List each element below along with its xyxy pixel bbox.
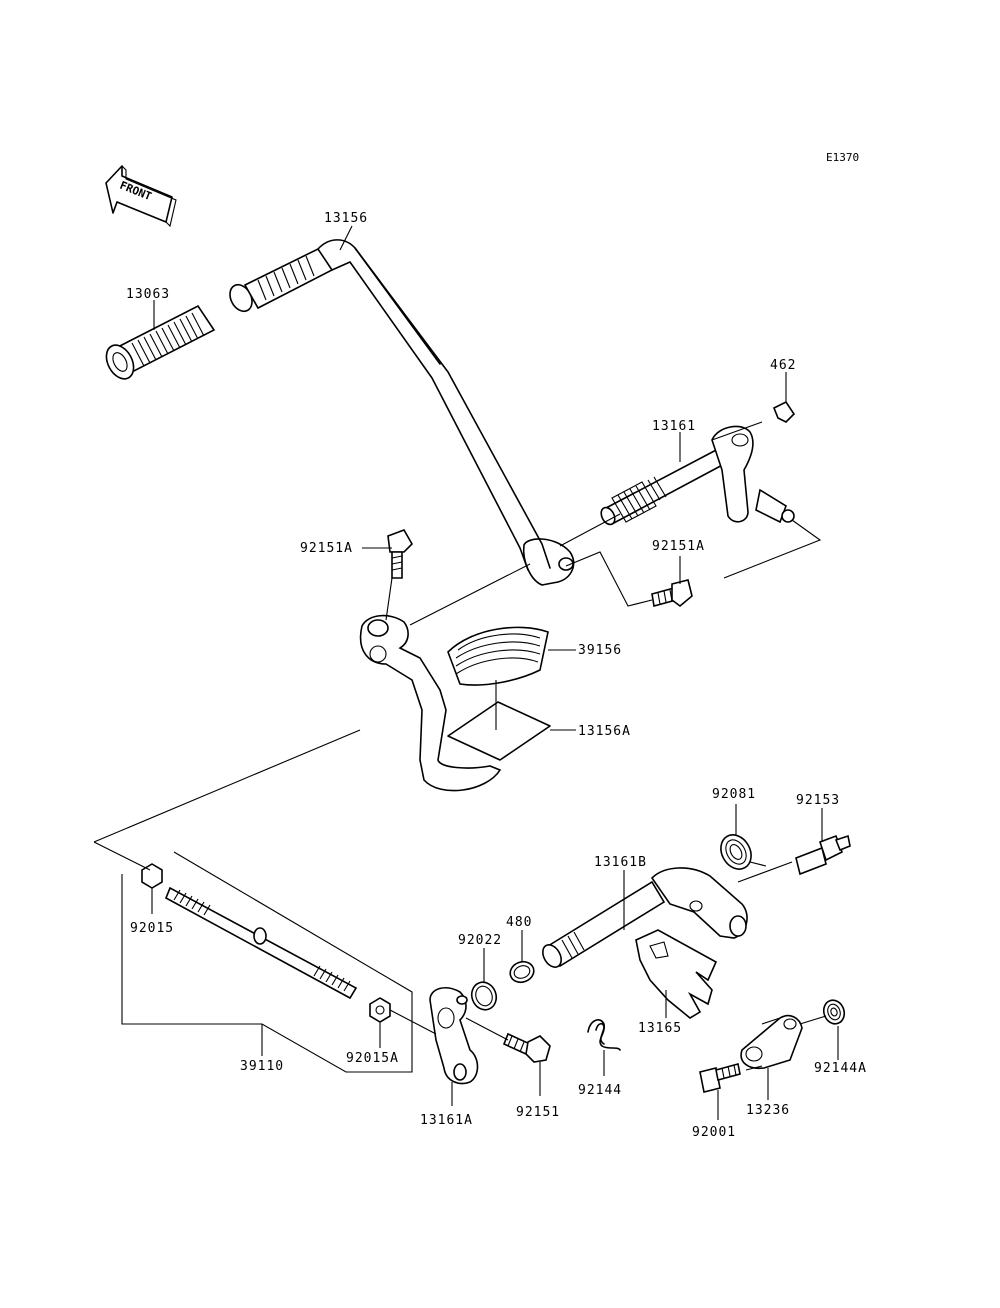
label-92015A: 92015A xyxy=(346,1051,399,1066)
label-92081: 92081 xyxy=(712,787,756,802)
part-92081-spring[interactable] xyxy=(715,829,767,874)
part-92151A-bolt-left[interactable] xyxy=(387,529,413,579)
part-92022-washer[interactable] xyxy=(468,979,500,1014)
label-92001: 92001 xyxy=(692,1125,736,1140)
part-13236-arm[interactable] xyxy=(740,1014,803,1070)
part-92001-bolt[interactable] xyxy=(699,1063,741,1093)
label-13165: 13165 xyxy=(638,1021,682,1036)
label-92151A-left: 92151A xyxy=(300,541,353,556)
label-480: 480 xyxy=(506,915,532,930)
part-462[interactable] xyxy=(772,400,796,423)
label-92144: 92144 xyxy=(578,1083,622,1098)
label-39156: 39156 xyxy=(578,643,622,658)
label-92153: 92153 xyxy=(796,793,840,808)
part-13161A-lever[interactable] xyxy=(429,987,479,1085)
part-92144A-spring[interactable] xyxy=(820,997,847,1026)
part-13063-grip[interactable] xyxy=(101,304,216,384)
label-13236: 13236 xyxy=(746,1103,790,1118)
label-92022: 92022 xyxy=(458,933,502,948)
label-13063: 13063 xyxy=(126,287,170,302)
part-13161-shaft[interactable] xyxy=(598,425,795,526)
label-13161A: 13161A xyxy=(420,1113,473,1128)
part-39110-rod[interactable] xyxy=(164,886,358,1000)
label-92015: 92015 xyxy=(130,921,174,936)
label-92144A: 92144A xyxy=(814,1061,867,1076)
part-92151-bolt[interactable] xyxy=(502,1032,551,1063)
label-92151: 92151 xyxy=(516,1105,560,1120)
leader-lines xyxy=(93,225,839,1120)
part-92144-spring[interactable] xyxy=(587,1019,621,1051)
part-92015A-nut[interactable] xyxy=(369,997,391,1023)
label-39110: 39110 xyxy=(240,1059,284,1074)
part-39156-pedal-pad[interactable] xyxy=(447,626,549,686)
part-92153-stud[interactable] xyxy=(795,834,851,876)
label-13156A: 13156A xyxy=(578,724,631,739)
label-92151A-right: 92151A xyxy=(652,539,705,554)
label-13156: 13156 xyxy=(324,211,368,226)
label-462: 462 xyxy=(770,358,796,373)
label-13161: 13161 xyxy=(652,419,696,434)
part-92015-nut[interactable] xyxy=(141,863,163,889)
part-13161B-shaft[interactable] xyxy=(539,867,748,970)
front-arrow-icon: FRONT xyxy=(105,165,177,228)
part-labels: 13156 13063 462 13161 92151A 92151A 3915… xyxy=(126,211,867,1140)
label-13161B: 13161B xyxy=(594,855,647,870)
part-92151A-bolt-right[interactable] xyxy=(651,579,693,608)
part-13156A-brake-lever[interactable] xyxy=(359,614,551,792)
diagram-code: E1370 xyxy=(826,151,859,164)
part-13165-plate[interactable] xyxy=(635,929,718,1019)
part-480-circlip[interactable] xyxy=(507,958,536,985)
